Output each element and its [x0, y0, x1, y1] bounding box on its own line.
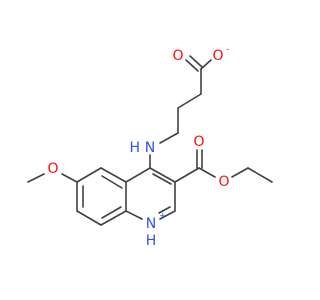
atom-n-amine: N — [145, 140, 155, 156]
bond-c4a-c5 — [100, 167, 127, 183]
bond-chain-4 — [159, 132, 179, 144]
bond-n1-c8a — [125, 210, 143, 220]
bond-c5-c6 — [76, 167, 102, 183]
bond-c7-c8 — [76, 210, 102, 226]
bond-c-o-ester-single — [198, 167, 216, 178]
charge-minus-carboxylate: - — [226, 45, 229, 55]
atom-n-ring: N — [146, 216, 156, 232]
bond-o-ch2 — [231, 167, 249, 178]
bond-o-ch3-methoxy — [27, 173, 45, 183]
atom-o-carboxylate-double: O — [172, 48, 183, 64]
bond-c6-o-methoxy — [61, 173, 78, 183]
atom-h-amine: H — [129, 140, 140, 156]
atom-o-carboxylate-single: O — [212, 48, 223, 64]
bond-c8-c8a-inner — [101, 206, 122, 219]
bond-c2-n1 — [159, 210, 176, 220]
molecule-drawing: O O - N H O O O N + H — [27, 45, 273, 250]
atom-o-ester-single: O — [218, 174, 229, 190]
bond-c-o-double-a — [189, 55, 203, 68]
bond-ch2-ch3 — [247, 167, 273, 183]
bond-c8-c8a — [100, 210, 127, 226]
structure-canvas: O O - N H O O O N + H — [27, 45, 273, 250]
bond-c3-c-ester — [174, 167, 200, 183]
atom-h-ring: H — [146, 233, 157, 249]
bond-c4-c3 — [149, 167, 176, 183]
bond-c2-n1-inner — [158, 206, 171, 214]
atom-o-ester-double: O — [193, 134, 204, 150]
bond-chain-2 — [177, 93, 202, 109]
charge-plus-ring: + — [159, 212, 167, 222]
atom-label-layer: O O - N H O O O N + H — [47, 45, 229, 250]
bond-c-o-single — [200, 59, 212, 70]
atom-o-methoxy: O — [47, 161, 58, 177]
bond-c4a-c5-inner — [101, 175, 123, 189]
bond-layer — [27, 55, 273, 226]
bond-c4-c3-inner — [152, 173, 172, 185]
bond-c-o-double-b — [185, 59, 199, 72]
bond-c4a-c4 — [125, 167, 151, 183]
